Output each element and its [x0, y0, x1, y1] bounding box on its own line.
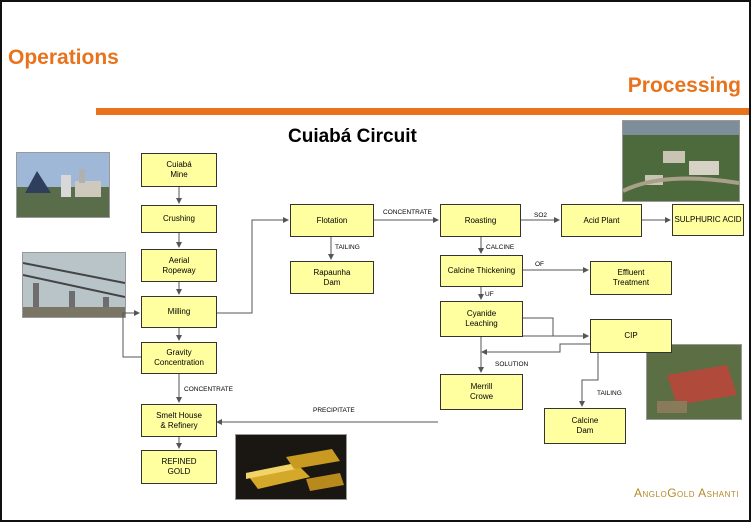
label-so2: SO2 [534, 212, 548, 219]
label-solution: SOLUTION [495, 361, 529, 368]
node-rapaunha-dam: Rapaunha Dam [290, 261, 374, 294]
label-precipitate: PRECIPITATE [313, 407, 355, 414]
node-smelt-house: Smelt House & Refinery [141, 404, 217, 437]
diagram-title: Cuiabá Circuit [288, 126, 417, 147]
node-cip: CIP [590, 319, 672, 353]
node-milling: Milling [141, 296, 217, 328]
node-gravity-concentration: Gravity Concentration [141, 342, 217, 374]
node-calcine-dam: Calcine Dam [544, 408, 626, 444]
plant-aerial-photo [622, 120, 740, 202]
node-flotation: Flotation [290, 204, 374, 237]
node-sulphuric-acid: SULPHURIC ACID [672, 204, 744, 236]
label-concentrate-top: CONCENTRATE [383, 209, 432, 216]
label-tailing-cip: TAILING [597, 390, 622, 397]
label-concentrate-gravity: CONCENTRATE [184, 386, 233, 393]
node-effluent-treatment: Effluent Treatment [590, 261, 672, 295]
mine-site-photo [16, 152, 110, 218]
subsection-title: Processing [627, 74, 741, 97]
node-calcine-thickening: Calcine Thickening [440, 255, 523, 287]
section-title: Operations [8, 46, 119, 69]
gold-bars-photo [235, 434, 347, 500]
label-of: OF [535, 261, 545, 268]
node-crushing: Crushing [141, 205, 217, 233]
node-cuiaba-mine: Cuiabá Mine [141, 153, 217, 187]
node-acid-plant: Acid Plant [561, 204, 642, 237]
calcine-dam-photo [646, 344, 742, 420]
node-cyanide-leaching: Cyanide Leaching [440, 301, 523, 337]
node-merrill-crowe: Merrill Crowe [440, 374, 523, 410]
node-refined-gold: REFINED GOLD [141, 450, 217, 484]
label-calcine: CALCINE [486, 244, 515, 251]
ropeway-photo [22, 252, 126, 318]
label-uf: UF [485, 291, 494, 298]
node-aerial-ropeway: Aerial Ropeway [141, 249, 217, 282]
node-roasting: Roasting [440, 204, 521, 237]
anglogold-ashanti-logo: AngloGold Ashanti [634, 486, 739, 500]
orange-divider [96, 108, 749, 115]
label-tailing-flotation: TAILING [335, 244, 360, 251]
